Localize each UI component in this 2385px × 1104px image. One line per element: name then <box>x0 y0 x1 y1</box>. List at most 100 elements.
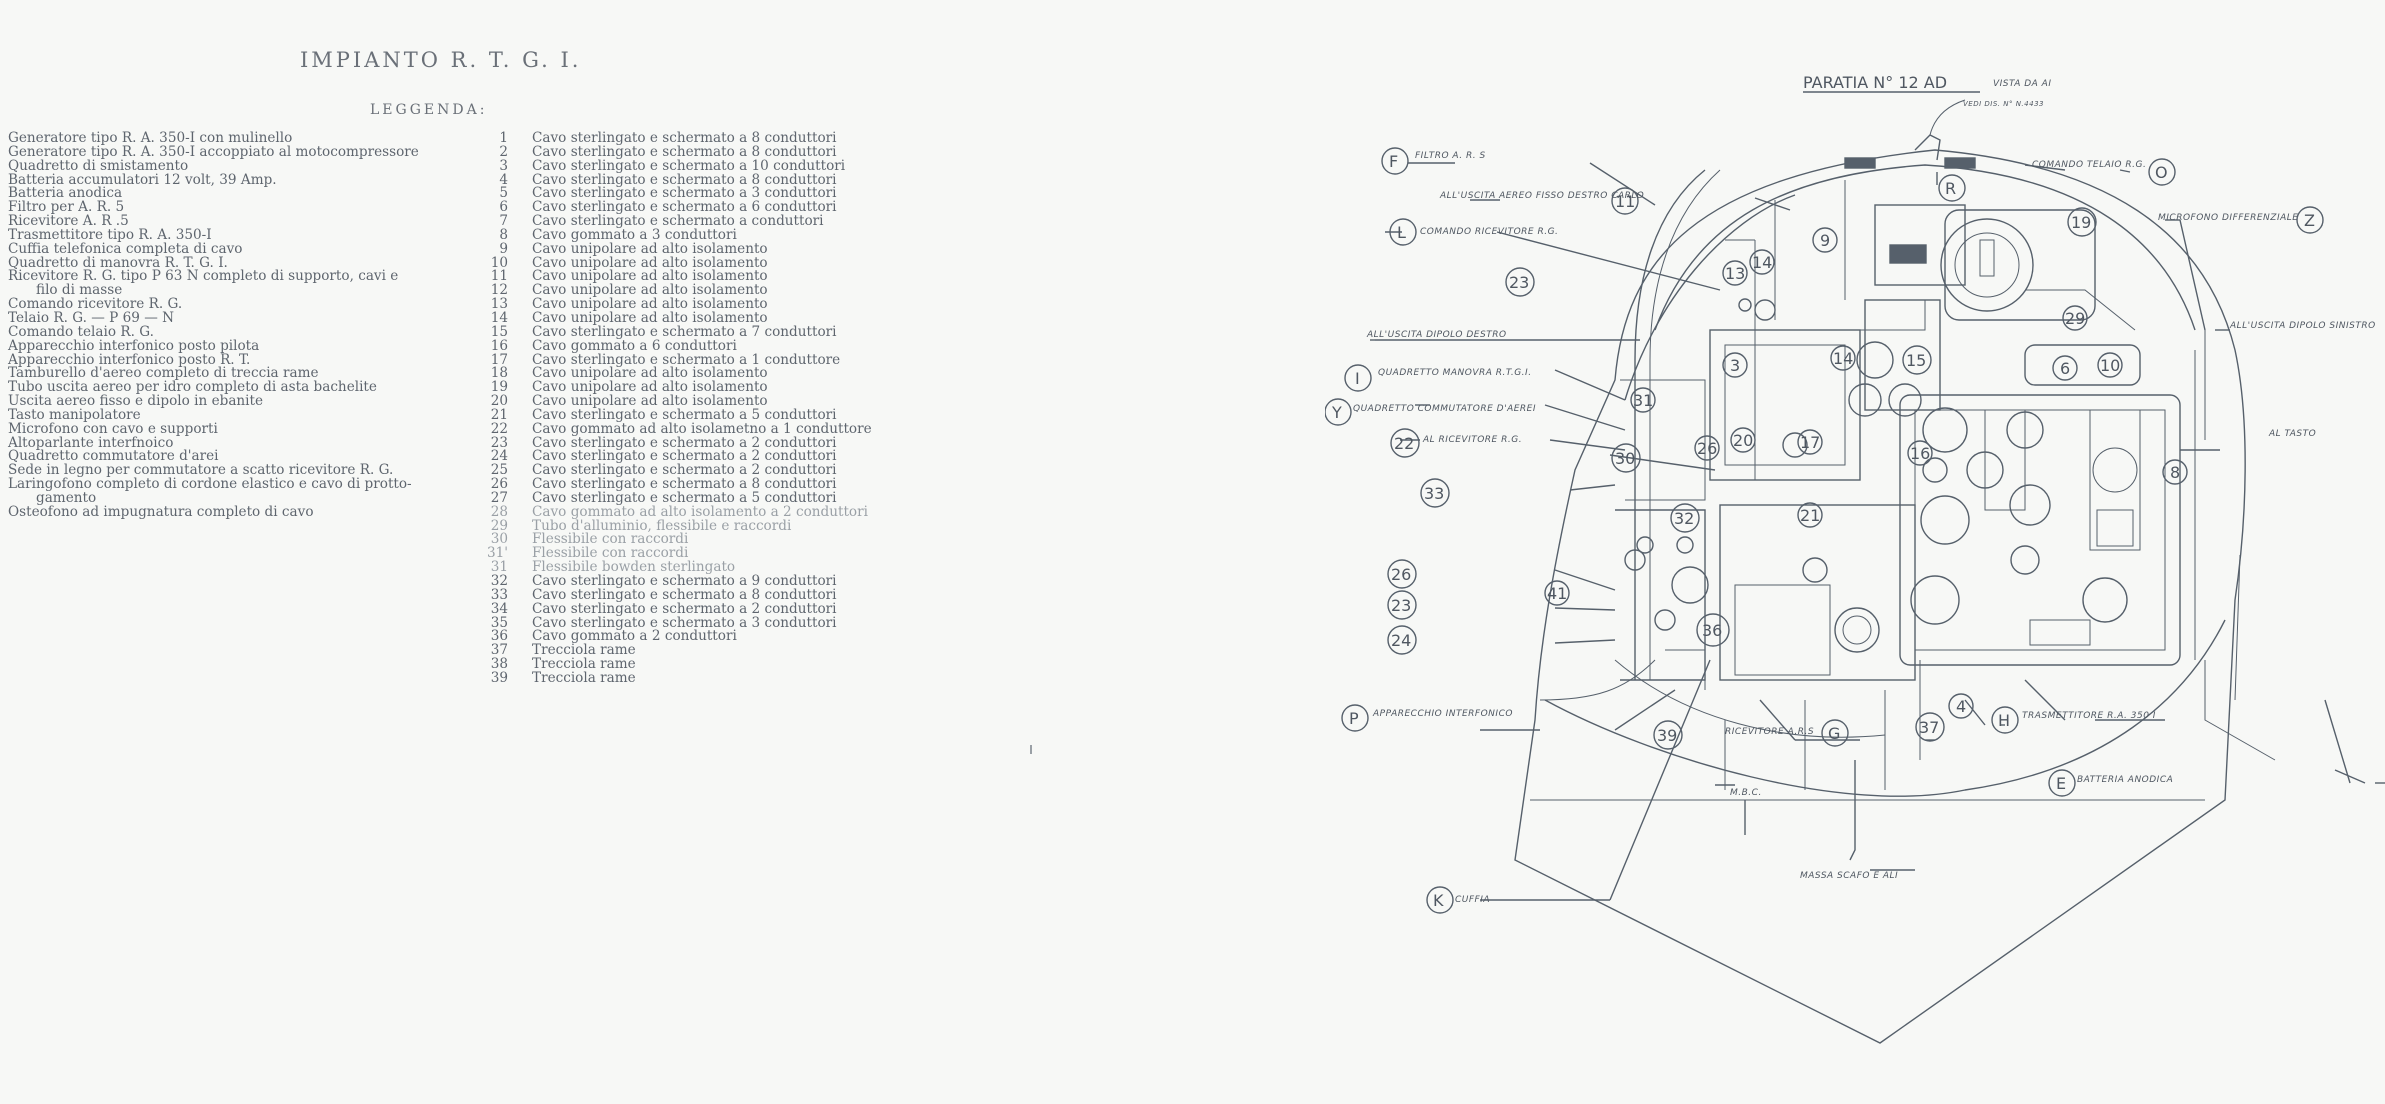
component-item: Comando telaio R. G. <box>8 323 154 340</box>
antenna-mount <box>1914 134 1941 161</box>
telaio-box <box>1944 209 2096 321</box>
ars-knob <box>1802 557 1828 583</box>
callout-number: 30 <box>1611 443 1641 473</box>
svg-text:31: 31 <box>1633 391 1653 410</box>
label-dipolo-destro: ALL'USCITA DIPOLO DESTRO <box>1366 330 1507 340</box>
leader-line <box>1964 699 1986 726</box>
receiver-panel <box>1864 299 1941 411</box>
svg-text:22: 22 <box>1394 434 1414 453</box>
callout-number: 37 <box>1915 712 1945 742</box>
callout-number: 3 <box>1722 352 1748 378</box>
dial <box>2009 484 2051 526</box>
dial <box>1922 407 1968 453</box>
cable-description: Cavo unipolare ad alto isolamento <box>532 393 768 410</box>
cable-description: Cavo sterlingato e schermato a 3 condutt… <box>532 185 837 202</box>
top-unit-handle <box>1889 244 1927 264</box>
ars-receiver-panel <box>1734 584 1831 676</box>
callout-P: P <box>1341 704 1369 732</box>
cable-run <box>2234 554 2241 701</box>
cable-run <box>1539 659 1656 701</box>
top-clamp <box>1844 157 1876 169</box>
svg-text:P: P <box>1349 709 1359 728</box>
component-item: Osteofono ad impugnatura completo di cav… <box>8 503 314 520</box>
cable-description: Cavo sterlingato e schermato a 6 condutt… <box>532 199 837 216</box>
dial <box>1754 299 1776 321</box>
svg-text:8: 8 <box>2170 463 2180 482</box>
cable-description: Cavo gommato a 2 conduttori <box>532 628 737 645</box>
callout-number: 29 <box>2062 305 2088 331</box>
transmitter-plate <box>2029 619 2091 646</box>
svg-text:23: 23 <box>1509 273 1529 292</box>
callout-R: R <box>1938 174 1966 202</box>
callout-number: 13 <box>1722 260 1748 286</box>
component-item: Quadretto di manovra R. T. G. I. <box>8 254 228 271</box>
cable-description: Cavo sterlingato e schermato a 8 condutt… <box>532 143 837 160</box>
lower-curve-2 <box>1614 659 1886 738</box>
cable-number: 17 <box>490 351 508 368</box>
cable-number: 34 <box>490 600 508 617</box>
svg-text:20: 20 <box>1733 431 1753 450</box>
cable-description: Flessibile con raccordi <box>532 531 689 548</box>
cable-number: 30 <box>490 531 508 548</box>
cable-item: 20 Cavo unipolare ad alto isolamento <box>478 393 898 410</box>
component-item: Batteria anodica <box>8 185 123 202</box>
cable-number: 11 <box>490 268 508 285</box>
callout-O: O <box>2148 158 2176 186</box>
component-item: Sede in legno per commutatore a scatto r… <box>8 462 394 479</box>
cable-number: 4 <box>499 171 508 188</box>
cable-number: 20 <box>490 393 508 410</box>
callout-number: 19 <box>2067 207 2097 237</box>
cable-description: Cavo gommato a 6 conduttori <box>532 337 737 354</box>
label-apparecchio: APPARECCHIO INTERFONICO <box>1372 709 1513 719</box>
cable-description: Trecciola rame <box>532 656 636 673</box>
top-unit <box>1874 204 1966 286</box>
svg-text:33: 33 <box>1424 484 1444 503</box>
component-item: Uscita aereo fisso e dipolo in ebanite <box>8 393 264 410</box>
leader-line <box>1554 639 1616 644</box>
cable-description: Trecciola rame <box>532 669 636 686</box>
ars-dial-inner <box>1842 615 1872 645</box>
cable-description: Cavo unipolare ad alto isolamento <box>532 268 768 285</box>
antenna-lead <box>1929 99 1966 136</box>
leader-line <box>1544 404 1626 431</box>
svg-text:3: 3 <box>1730 356 1740 375</box>
cable-description: Cavo unipolare ad alto isolamento <box>532 240 768 257</box>
svg-text:39: 39 <box>1657 726 1677 745</box>
component-item: Tamburello d'aereo completo di treccia r… <box>8 365 319 382</box>
svg-text:32: 32 <box>1674 509 1694 528</box>
svg-text:13: 13 <box>1725 264 1745 283</box>
callout-number: 33 <box>1420 478 1450 508</box>
cable-run <box>1620 379 1706 501</box>
transmitter-box <box>1899 394 2181 666</box>
left-frame <box>1624 194 1796 401</box>
leader-line <box>1549 439 1626 451</box>
svg-text:10: 10 <box>2100 356 2120 375</box>
cable-description: Cavo unipolare ad alto isolamento <box>532 309 768 326</box>
callout-number: 31 <box>1630 387 1656 413</box>
transmitter-grille <box>2096 509 2134 547</box>
callout-number: 36 <box>1696 613 1730 647</box>
dial <box>2006 411 2044 449</box>
leader-line <box>2324 699 2351 784</box>
component-item: Batteria accumulatori 12 volt, 39 Amp. <box>8 171 277 188</box>
cable-number: 16 <box>490 337 508 354</box>
dial <box>1888 383 1922 417</box>
callout-Y: Y <box>1325 398 1352 426</box>
leader-line <box>2024 679 2066 721</box>
svg-text:G: G <box>1828 724 1840 743</box>
cable-number: 27 <box>490 489 508 506</box>
dial <box>1910 575 1960 625</box>
svg-text:Y: Y <box>1331 403 1342 422</box>
callout-number: 23 <box>1387 590 1417 620</box>
top-clamp-2 <box>1944 157 1976 169</box>
dial <box>1922 457 1948 483</box>
